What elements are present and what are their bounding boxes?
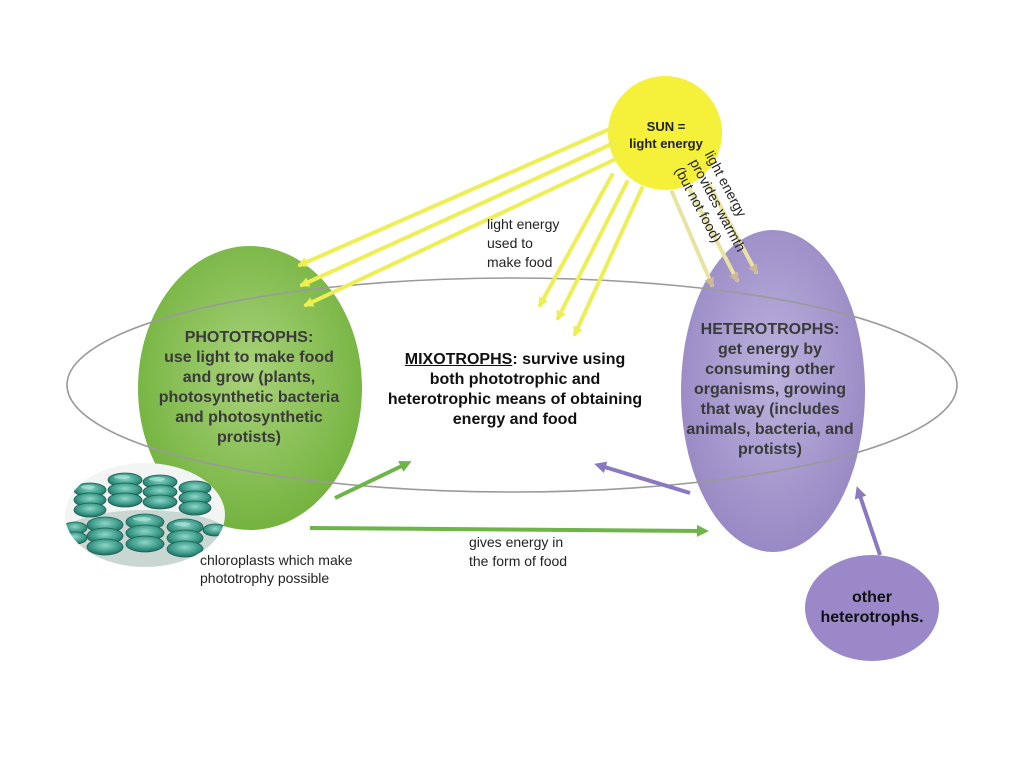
sun-circle (608, 76, 722, 190)
phototrophs-line: and grow (plants, (182, 369, 316, 386)
light-food-line: make food (487, 254, 553, 270)
gives-food-arrow (309, 524, 709, 537)
phototrophs-text: PHOTOTROPHS: use light to make food and … (140, 328, 358, 448)
phototrophs-line: use light to make food (164, 349, 334, 366)
other-heterotrophs-line: heterotrophs. (820, 609, 924, 626)
chloroplast-caption: chloroplasts which make phototrophy poss… (200, 551, 380, 587)
gives-energy-label: gives energy in the form of food (469, 533, 599, 571)
light-food-label: light energy used to make food (487, 215, 597, 272)
mixotrophs-ellipse (66, 277, 958, 493)
sun-rays-to-mixotrophs (538, 173, 644, 337)
mixotrophs-text: MIXOTROPHS: survive using both phototrop… (378, 350, 652, 430)
sun-label-line: SUN = (646, 119, 686, 134)
other-heterotrophs-line: other (852, 589, 892, 606)
phototrophs-line: photosynthetic bacteria (158, 389, 340, 406)
mixotrophs-title: MIXOTROPHS (404, 351, 513, 368)
heterotrophs-line: animals, bacteria, and (686, 421, 854, 438)
phototrophs-line: protists) (217, 429, 281, 446)
heterotrophs-line: protists) (738, 441, 802, 458)
sun-label-line: light energy (629, 136, 703, 151)
heterotrophs-title: HETEROTROPHS: (700, 321, 840, 338)
sun-label: SUN = light energy (618, 118, 714, 152)
sun-rays-to-phototrophs (297, 126, 620, 307)
mixotrophs-line: energy and food (452, 411, 578, 428)
mixotrophs-line: both phototrophic and (429, 371, 601, 388)
heterotrophs-line: organisms, growing (693, 381, 846, 398)
heterotroph-to-mixotroph-arrow (594, 461, 691, 495)
other-heterotrophs-arrow (854, 486, 882, 556)
chloroplast-image (65, 463, 225, 567)
heterotrophs-circle (681, 230, 865, 552)
mixotrophs-title-line: MIXOTROPHS: survive using (378, 350, 652, 370)
gives-energy-line: the form of food (469, 553, 568, 569)
chloroplast-caption-line: chloroplasts which make (200, 552, 353, 568)
other-heterotrophs-circle (805, 555, 939, 661)
light-food-line: light energy (487, 216, 560, 232)
phototrophs-title: PHOTOTROPHS: (184, 329, 314, 346)
gives-energy-line: gives energy in (469, 534, 564, 550)
heterotrophs-line: get energy by (717, 341, 823, 358)
phototroph-to-mixotroph-arrow (334, 461, 412, 500)
heterotrophs-line: that way (includes (700, 401, 840, 418)
sun-rays-to-heterotrophs (670, 181, 758, 288)
heterotrophs-text: HETEROTROPHS: get energy by consuming ot… (675, 320, 865, 460)
phototrophs-line: and photosynthetic (175, 409, 323, 426)
light-food-line: used to (487, 235, 533, 251)
mixotrophs-title-rest: : survive using (512, 351, 626, 368)
other-heterotrophs-text: other heterotrophs. (810, 588, 934, 628)
mixotrophs-line: heterotrophic means of obtaining (387, 391, 643, 408)
heterotrophs-line: consuming other (705, 361, 835, 378)
chloroplast-caption-line: phototrophy possible (200, 570, 330, 586)
phototrophs-circle (138, 246, 362, 530)
